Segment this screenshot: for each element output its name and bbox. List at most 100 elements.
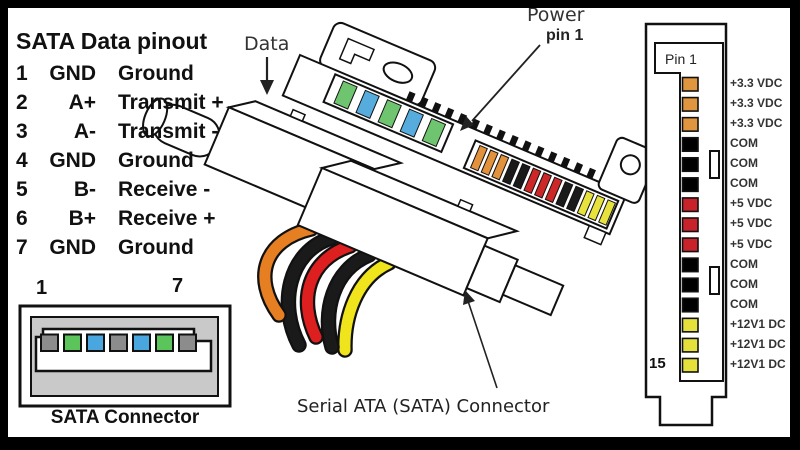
power-pin-label: +5 VDC	[730, 216, 773, 231]
pin-number: 1	[16, 62, 28, 85]
data-stripe	[355, 89, 380, 119]
pin-description: Transmit +	[118, 91, 224, 114]
pin-number: 3	[16, 120, 28, 143]
cable-end	[142, 97, 169, 138]
power-stripe	[501, 158, 520, 185]
power-stripe	[469, 144, 488, 172]
bracket-slot	[338, 37, 376, 65]
sata7-pin7-number: 7	[172, 275, 184, 297]
power-stripe	[491, 153, 510, 181]
power-pin-label: COM	[730, 276, 758, 291]
power-wire	[339, 257, 395, 356]
power-pin-label: +5 VDC	[730, 236, 773, 251]
tooth	[560, 156, 571, 169]
pin-description: Ground	[118, 236, 194, 259]
drive-edge-assembly	[281, 21, 659, 246]
power-stripe	[587, 194, 606, 222]
power-wire	[323, 249, 375, 353]
power-pin-label: +12V1 DC	[730, 316, 786, 331]
pin-signal: GND	[49, 236, 96, 259]
power-pin	[681, 177, 699, 193]
power-pin	[681, 337, 699, 353]
power-pin	[681, 136, 699, 153]
power-pin-label: +5 VDC	[730, 196, 773, 211]
power-pin1-label: pin 1	[546, 27, 584, 44]
power-pin-label: COM	[730, 176, 758, 191]
power-pin	[681, 76, 699, 92]
tooth	[508, 134, 519, 147]
power-pin-label: +3.3 VDC	[730, 76, 783, 90]
sata7-pin	[155, 333, 174, 352]
keying-notch	[709, 266, 720, 295]
mounting-hole-icon	[382, 61, 414, 84]
pin-signal: B+	[68, 207, 96, 230]
pin-signal: A-	[73, 120, 96, 143]
tooth	[547, 151, 558, 163]
pin-number: 4	[16, 149, 28, 172]
power-pin	[681, 96, 699, 112]
power-pin	[681, 277, 699, 293]
pin-signal: GND	[49, 62, 96, 85]
pin-signal: A+	[68, 91, 96, 114]
keying-notch	[709, 150, 720, 179]
sata7-pin	[178, 333, 197, 352]
latch-nub	[456, 198, 474, 213]
power-wire	[301, 240, 356, 343]
tooth	[470, 118, 480, 130]
plug-tongue	[501, 263, 565, 317]
power-stripe	[512, 162, 531, 190]
caption-arrowhead-icon	[463, 290, 475, 305]
power-stripe	[566, 185, 585, 213]
data-pin-stripes	[333, 80, 447, 148]
data-stripe	[399, 108, 425, 138]
tooth	[573, 162, 584, 174]
pinout-row: 2 A+ Transmit +	[16, 88, 224, 117]
caption-arrow	[467, 300, 498, 389]
power-pin	[681, 156, 699, 173]
annotations	[260, 44, 541, 389]
pin-number: 2	[16, 91, 28, 114]
power-pin	[681, 257, 699, 273]
tooth	[431, 102, 442, 114]
power-pin	[681, 317, 699, 333]
power-pin-label: +12V1 DC	[730, 336, 786, 351]
power-pin1-pointer	[471, 44, 541, 122]
power-pin-label: +3.3 VDC	[730, 96, 783, 111]
power-pin	[681, 357, 699, 373]
power-pin-label: COM	[730, 296, 758, 311]
power-pin	[681, 237, 699, 253]
power-stripe	[480, 149, 499, 176]
pin-number: 6	[16, 207, 28, 230]
pin-signal: GND	[49, 149, 96, 172]
pin-signal: B-	[73, 178, 96, 201]
power-stripe	[598, 199, 617, 226]
power-stripe	[576, 190, 595, 217]
comb-teeth	[405, 91, 622, 190]
power-stripe	[533, 172, 553, 199]
pin-description: Receive -	[118, 178, 211, 201]
latch-nub	[289, 108, 307, 123]
sata7-pin	[40, 333, 59, 352]
power-connector-pin15-label: 15	[649, 355, 666, 372]
power-pin-label: COM	[730, 256, 758, 271]
sata7-pin	[109, 333, 128, 352]
power-cable-label: Power	[527, 4, 585, 26]
sata7-connector-label: SATA Connector	[50, 407, 200, 428]
pin-description: Ground	[118, 149, 194, 172]
power-pin	[681, 297, 699, 313]
sata7-pin	[86, 333, 105, 352]
sata7-pins	[40, 333, 197, 352]
power-pin1-arrowhead-icon	[460, 116, 474, 131]
data-cable-label: Data	[244, 33, 290, 55]
power-pin-stripes	[469, 144, 617, 226]
power-connector-pin1-label: Pin 1	[665, 51, 697, 67]
frame-top	[0, 0, 800, 8]
frame-right	[790, 0, 800, 450]
diagram-caption: Serial ATA (SATA) Connector	[297, 396, 550, 417]
power-pin-label: +3.3 VDC	[730, 116, 783, 131]
sata7-pin	[63, 333, 82, 352]
